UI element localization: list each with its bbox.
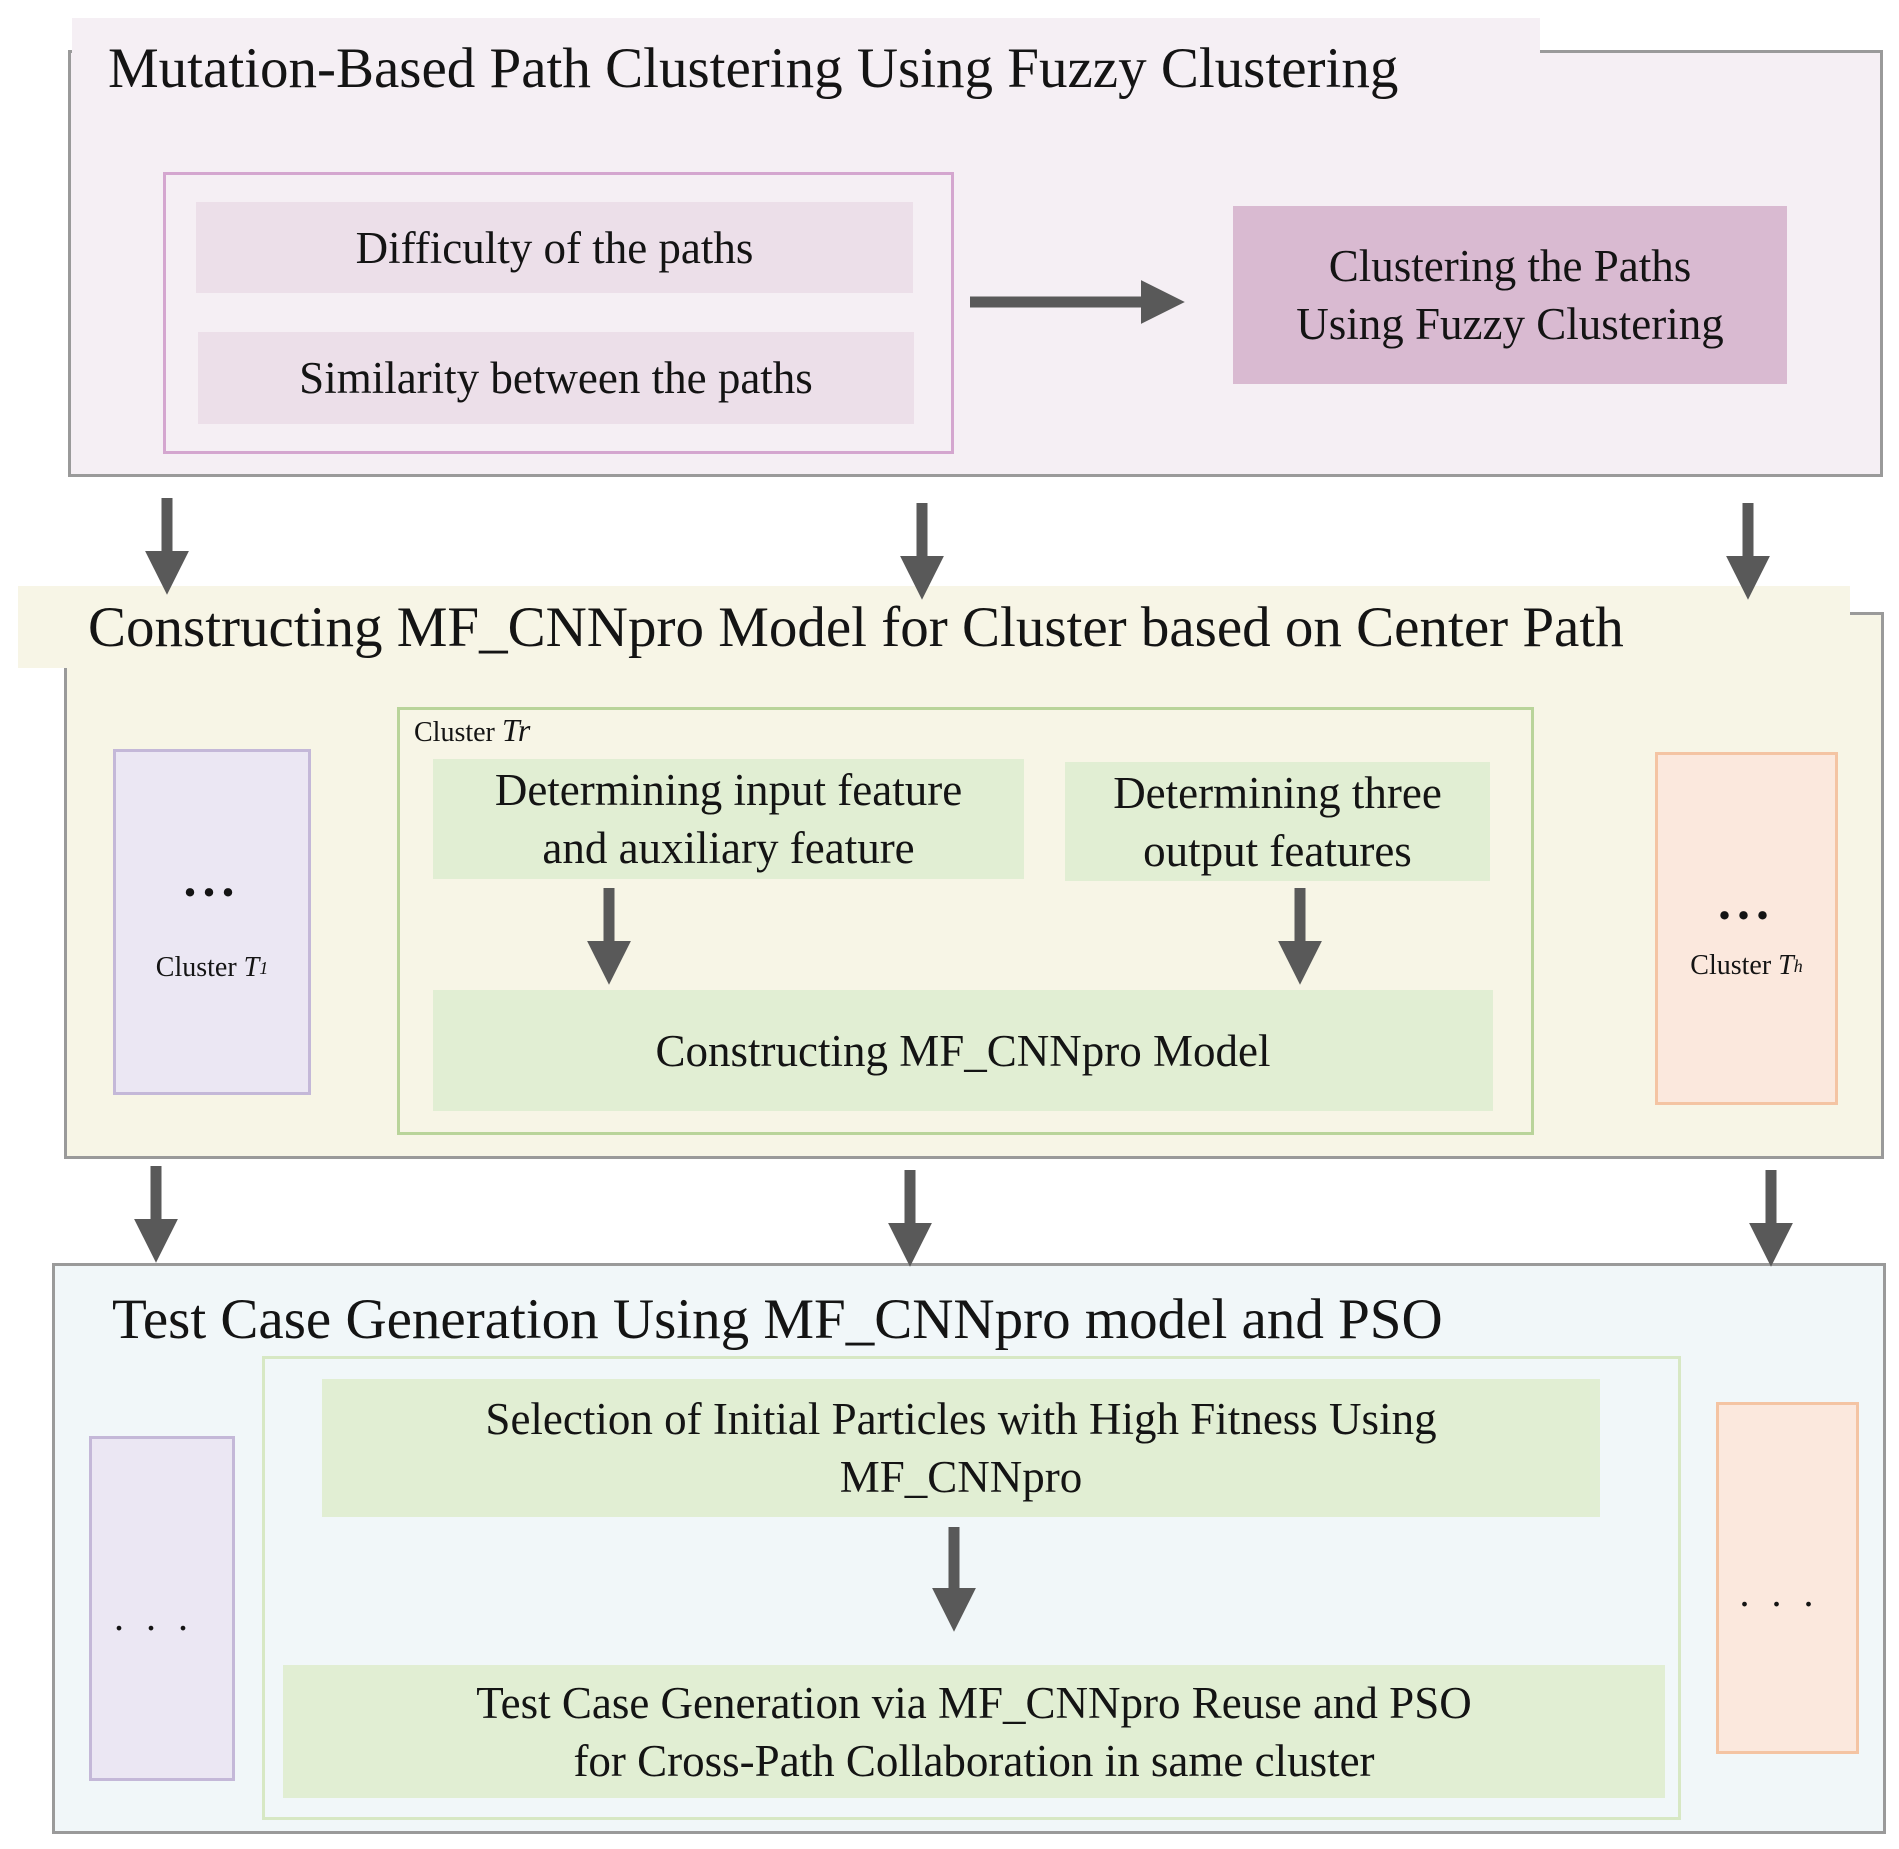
cluster-t1-label-word: Cluster [155, 952, 237, 983]
similarity-between-paths-text: Similarity between the paths [299, 353, 813, 403]
test-case-generation-text: Test Case Generation via MF_CNNpro Reuse… [476, 1677, 1472, 1786]
left-cluster-ellipsis: ... [89, 1592, 235, 1642]
construct-model-box: Constructing MF_CNNpro Model [433, 990, 1493, 1111]
cluster-th-label-word: Cluster [1690, 950, 1772, 981]
cluster-t1-ellipsis: ... [113, 850, 311, 910]
section-mutation-clustering-title: Mutation-Based Path Clustering Using Fuz… [72, 18, 1540, 118]
test-case-generation-box: Test Case Generation via MF_CNNpro Reuse… [283, 1665, 1665, 1798]
section3-title-text: Test Case Generation Using MF_CNNpro mod… [112, 1287, 1443, 1351]
initial-particles-selection-text: Selection of Initial Particles with High… [485, 1394, 1437, 1502]
fuzzy-clustering-box: Clustering the Paths Using Fuzzy Cluster… [1233, 206, 1787, 384]
cluster-th-dots: ... [1718, 874, 1775, 931]
left-cluster-dots: ... [114, 1594, 210, 1639]
cluster-tr-group [397, 707, 1534, 1135]
construct-model-text: Constructing MF_CNNpro Model [655, 1025, 1271, 1076]
path-features-group [163, 172, 954, 454]
section-model-construction-title: Constructing MF_CNNpro Model for Cluster… [18, 586, 1850, 668]
difficulty-of-paths-text: Difficulty of the paths [355, 222, 754, 273]
output-features-text: Determining three output features [1113, 767, 1442, 876]
right-cluster-ellipsis: ... [1716, 1568, 1859, 1618]
pso-process-group [262, 1356, 1681, 1820]
cluster-th-subscript: h [1793, 955, 1803, 976]
cluster-t1-dots: ... [183, 851, 241, 908]
cluster-t1-box [113, 749, 311, 1095]
cluster-th-ellipsis: ... [1655, 873, 1838, 933]
right-cluster-placeholder [1716, 1402, 1859, 1754]
right-cluster-dots: ... [1739, 1570, 1836, 1615]
cluster-tr-label-word: Cluster [414, 717, 495, 748]
input-feature-box: Determining input feature and auxiliary … [433, 759, 1024, 879]
similarity-between-paths-box: Similarity between the paths [198, 332, 914, 424]
cluster-th-name: T [1778, 950, 1794, 981]
cluster-tr-label: Cluster Tr [414, 710, 530, 750]
cluster-t1-subscript: 1 [259, 957, 269, 978]
section-test-case-generation-title: Test Case Generation Using MF_CNNpro mod… [76, 1278, 1612, 1360]
cluster-t1-name: T [243, 952, 260, 983]
output-features-box: Determining three output features [1065, 762, 1490, 881]
cluster-tr-name: Tr [501, 712, 531, 748]
cluster-th-box [1655, 752, 1838, 1105]
section2-title-text: Constructing MF_CNNpro Model for Cluster… [88, 595, 1624, 659]
fuzzy-clustering-text: Clustering the Paths Using Fuzzy Cluster… [1296, 241, 1724, 349]
section1-title-text: Mutation-Based Path Clustering Using Fuz… [108, 36, 1399, 100]
input-feature-text: Determining input feature and auxiliary … [494, 765, 963, 873]
left-cluster-placeholder [89, 1436, 235, 1781]
initial-particles-selection-box: Selection of Initial Particles with High… [322, 1379, 1600, 1517]
difficulty-of-paths-box: Difficulty of the paths [196, 202, 913, 293]
